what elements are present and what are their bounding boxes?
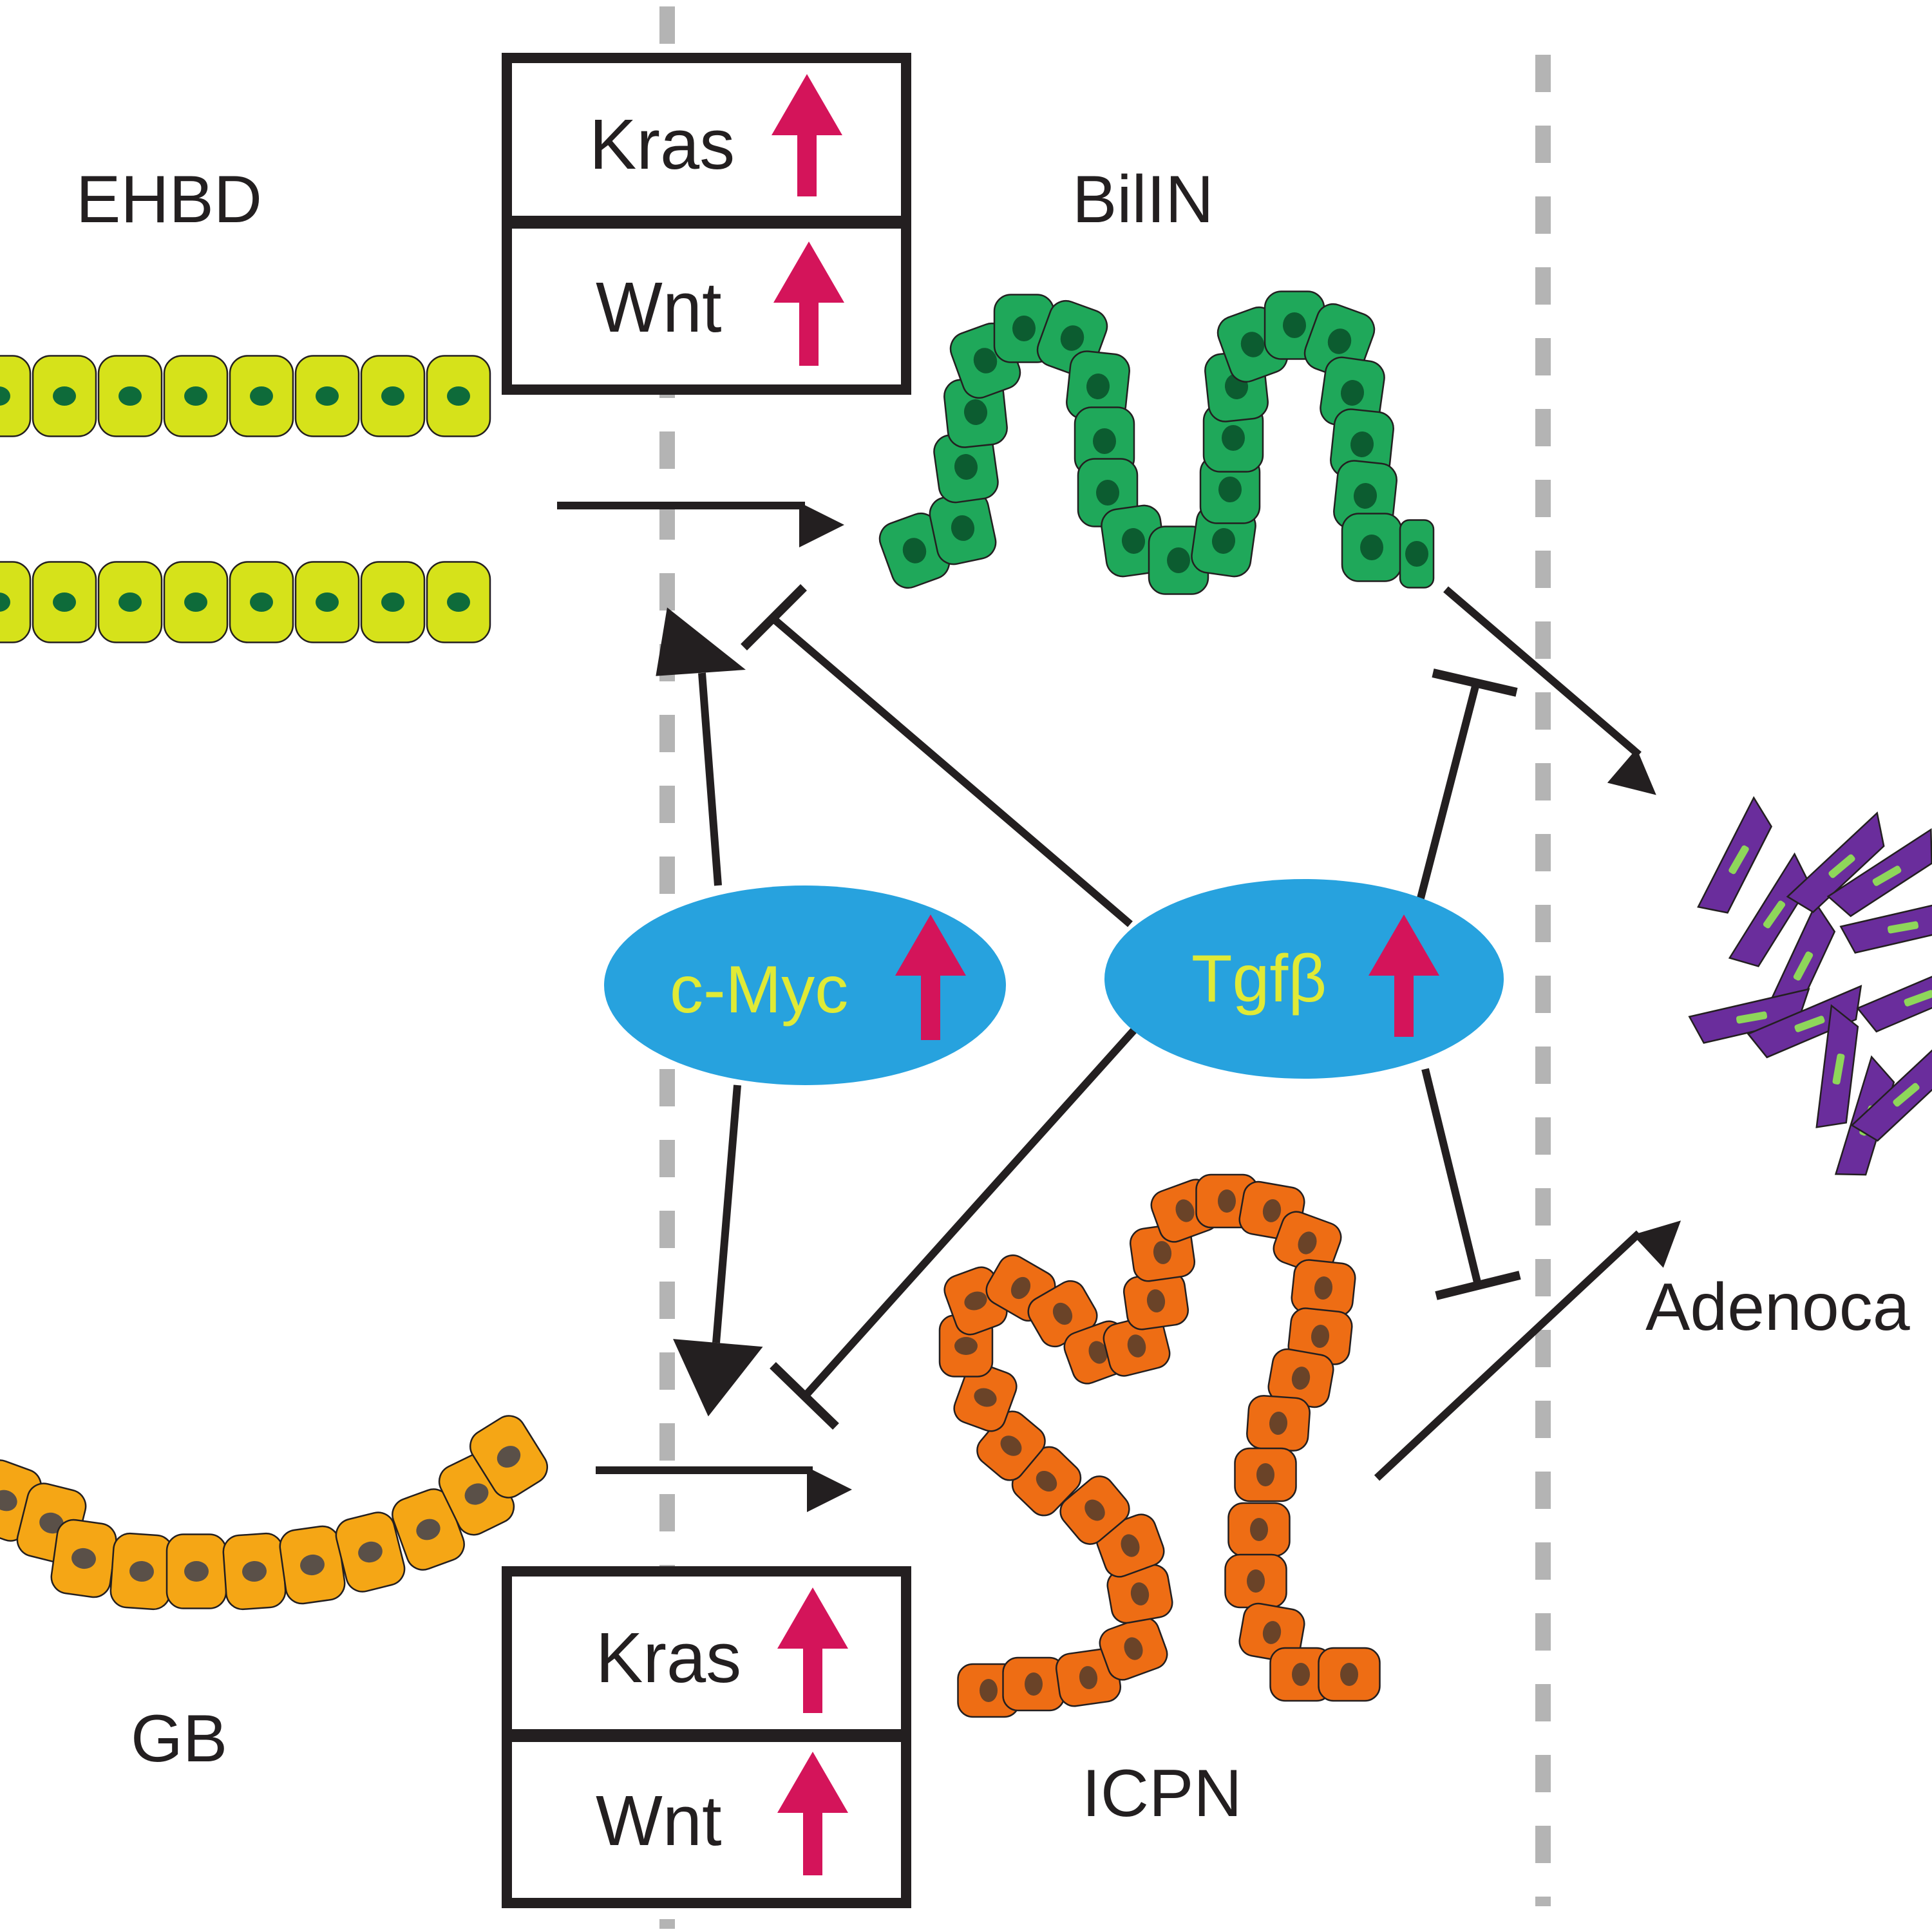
icpn-cell <box>1238 1602 1305 1663</box>
bottom-kras-up-arrow-icon <box>777 1587 848 1713</box>
bottom-wnt-up-arrow-icon <box>777 1752 848 1875</box>
tumor-cell <box>1815 1004 1859 1128</box>
icpn-cell <box>1234 1447 1297 1502</box>
icpn-cell <box>1106 1564 1173 1624</box>
c-myc-node: c-Myc <box>604 886 1006 1085</box>
gb-label: GB <box>131 1701 227 1776</box>
tgfb-label: Tgfβ <box>1191 942 1327 1016</box>
bilin-cell <box>1066 350 1130 422</box>
tgfb-inhibits-bilin-progression <box>1414 668 1518 909</box>
tumor-cell <box>1786 811 1885 913</box>
ehbd-cell <box>32 355 97 437</box>
tgfb-inhibits-icpn-progression <box>1421 1068 1521 1300</box>
ehbd-cell <box>97 561 163 643</box>
icpn-cell <box>1246 1395 1311 1452</box>
icpn-cell <box>1002 1656 1065 1712</box>
icpn-cell <box>1099 1616 1168 1681</box>
icpn-cell <box>1059 1475 1130 1545</box>
bilin-to-adenocarcinoma-arrow <box>1443 586 1656 795</box>
icpn-cell <box>1318 1647 1381 1702</box>
icpn-cell <box>1273 1211 1342 1275</box>
gb-cell <box>50 1519 117 1598</box>
ehbd-cell <box>360 561 426 643</box>
tgfb-up-arrow-icon <box>1368 914 1439 1037</box>
top-kras-up-arrow-icon <box>772 74 842 196</box>
icpn-label: ICPN <box>1082 1756 1242 1831</box>
bilin-cell <box>933 430 999 504</box>
tgfb-inhibits-bilin-upper-left <box>741 584 1133 927</box>
myc-activates-icpn-arrow <box>673 1084 763 1417</box>
ehbd-label: EHBD <box>76 162 262 237</box>
ehbd-cell <box>229 355 294 437</box>
ehbd-cell <box>0 561 32 643</box>
top-wnt-up-arrow-icon <box>773 242 844 366</box>
bilin-cell <box>1341 513 1403 582</box>
bottom-wnt-label: Wnt <box>596 1781 722 1861</box>
tumor-cell <box>1747 985 1862 1059</box>
gb-cell <box>222 1532 287 1611</box>
gb-cell <box>469 1415 548 1499</box>
ehbd-cell <box>294 355 360 437</box>
tumor-cell <box>1856 959 1932 1033</box>
ehbd-cell <box>426 561 491 643</box>
c-myc-label: c-Myc <box>670 952 848 1027</box>
top-signal-box: Kras Wnt <box>502 53 911 395</box>
top-kras-label: Kras <box>589 105 735 184</box>
tgfb-inhibits-icpn-lower-left <box>770 1024 1140 1430</box>
ehbd-cell <box>294 561 360 643</box>
top-wnt-label: Wnt <box>596 268 722 347</box>
icpn-cell <box>1267 1348 1334 1408</box>
ehbd-cell <box>163 561 229 643</box>
bottom-signal-box: Kras Wnt <box>502 1566 911 1908</box>
gb-cell <box>392 1488 465 1571</box>
icpn-cell <box>1227 1502 1291 1557</box>
ehbd-cell <box>229 561 294 643</box>
ehbd-cell <box>360 355 426 437</box>
icpn-cell <box>1287 1307 1353 1365</box>
myc-activates-bilin-arrow <box>656 607 746 886</box>
bilin-cell <box>929 491 997 565</box>
tgfb-node: Tgfβ <box>1104 879 1504 1079</box>
gb-cell <box>109 1532 174 1611</box>
icpn-lesion <box>938 1173 1381 1718</box>
gb-cell <box>166 1533 227 1609</box>
bilin-lesion <box>878 290 1435 595</box>
tumor-cell <box>1850 1040 1932 1142</box>
bilin-cell <box>1202 403 1264 473</box>
gb-epithelium <box>0 1415 548 1611</box>
icpn-to-adenocarcinoma-arrow <box>1374 1220 1681 1481</box>
ehbd-cell <box>163 355 229 437</box>
bilin-label: BilIN <box>1072 162 1214 237</box>
ehbd-cell <box>426 355 491 437</box>
tumor-cell <box>1697 796 1773 914</box>
icpn-cell <box>1122 1271 1189 1331</box>
icpn-cell <box>1224 1553 1287 1609</box>
bilin-cell <box>1077 458 1139 527</box>
tumor-cell <box>1839 898 1932 954</box>
adenocarcinoma-cluster <box>1688 796 1932 1176</box>
icpn-cell <box>953 1363 1018 1432</box>
gb-cell <box>335 1511 406 1593</box>
bottom-kras-label: Kras <box>596 1618 741 1698</box>
ehbd-cell <box>0 355 32 437</box>
adenocarcinoma-label: Adenoca <box>1645 1270 1910 1345</box>
ehbd-cell <box>97 355 163 437</box>
ehbd-cell <box>32 561 97 643</box>
c-myc-up-arrow-icon <box>895 914 966 1040</box>
icpn-cell <box>1269 1647 1332 1702</box>
icpn-cell <box>1055 1648 1122 1707</box>
bilin-cell <box>1399 519 1435 589</box>
ehbd-epithelium <box>0 355 491 643</box>
